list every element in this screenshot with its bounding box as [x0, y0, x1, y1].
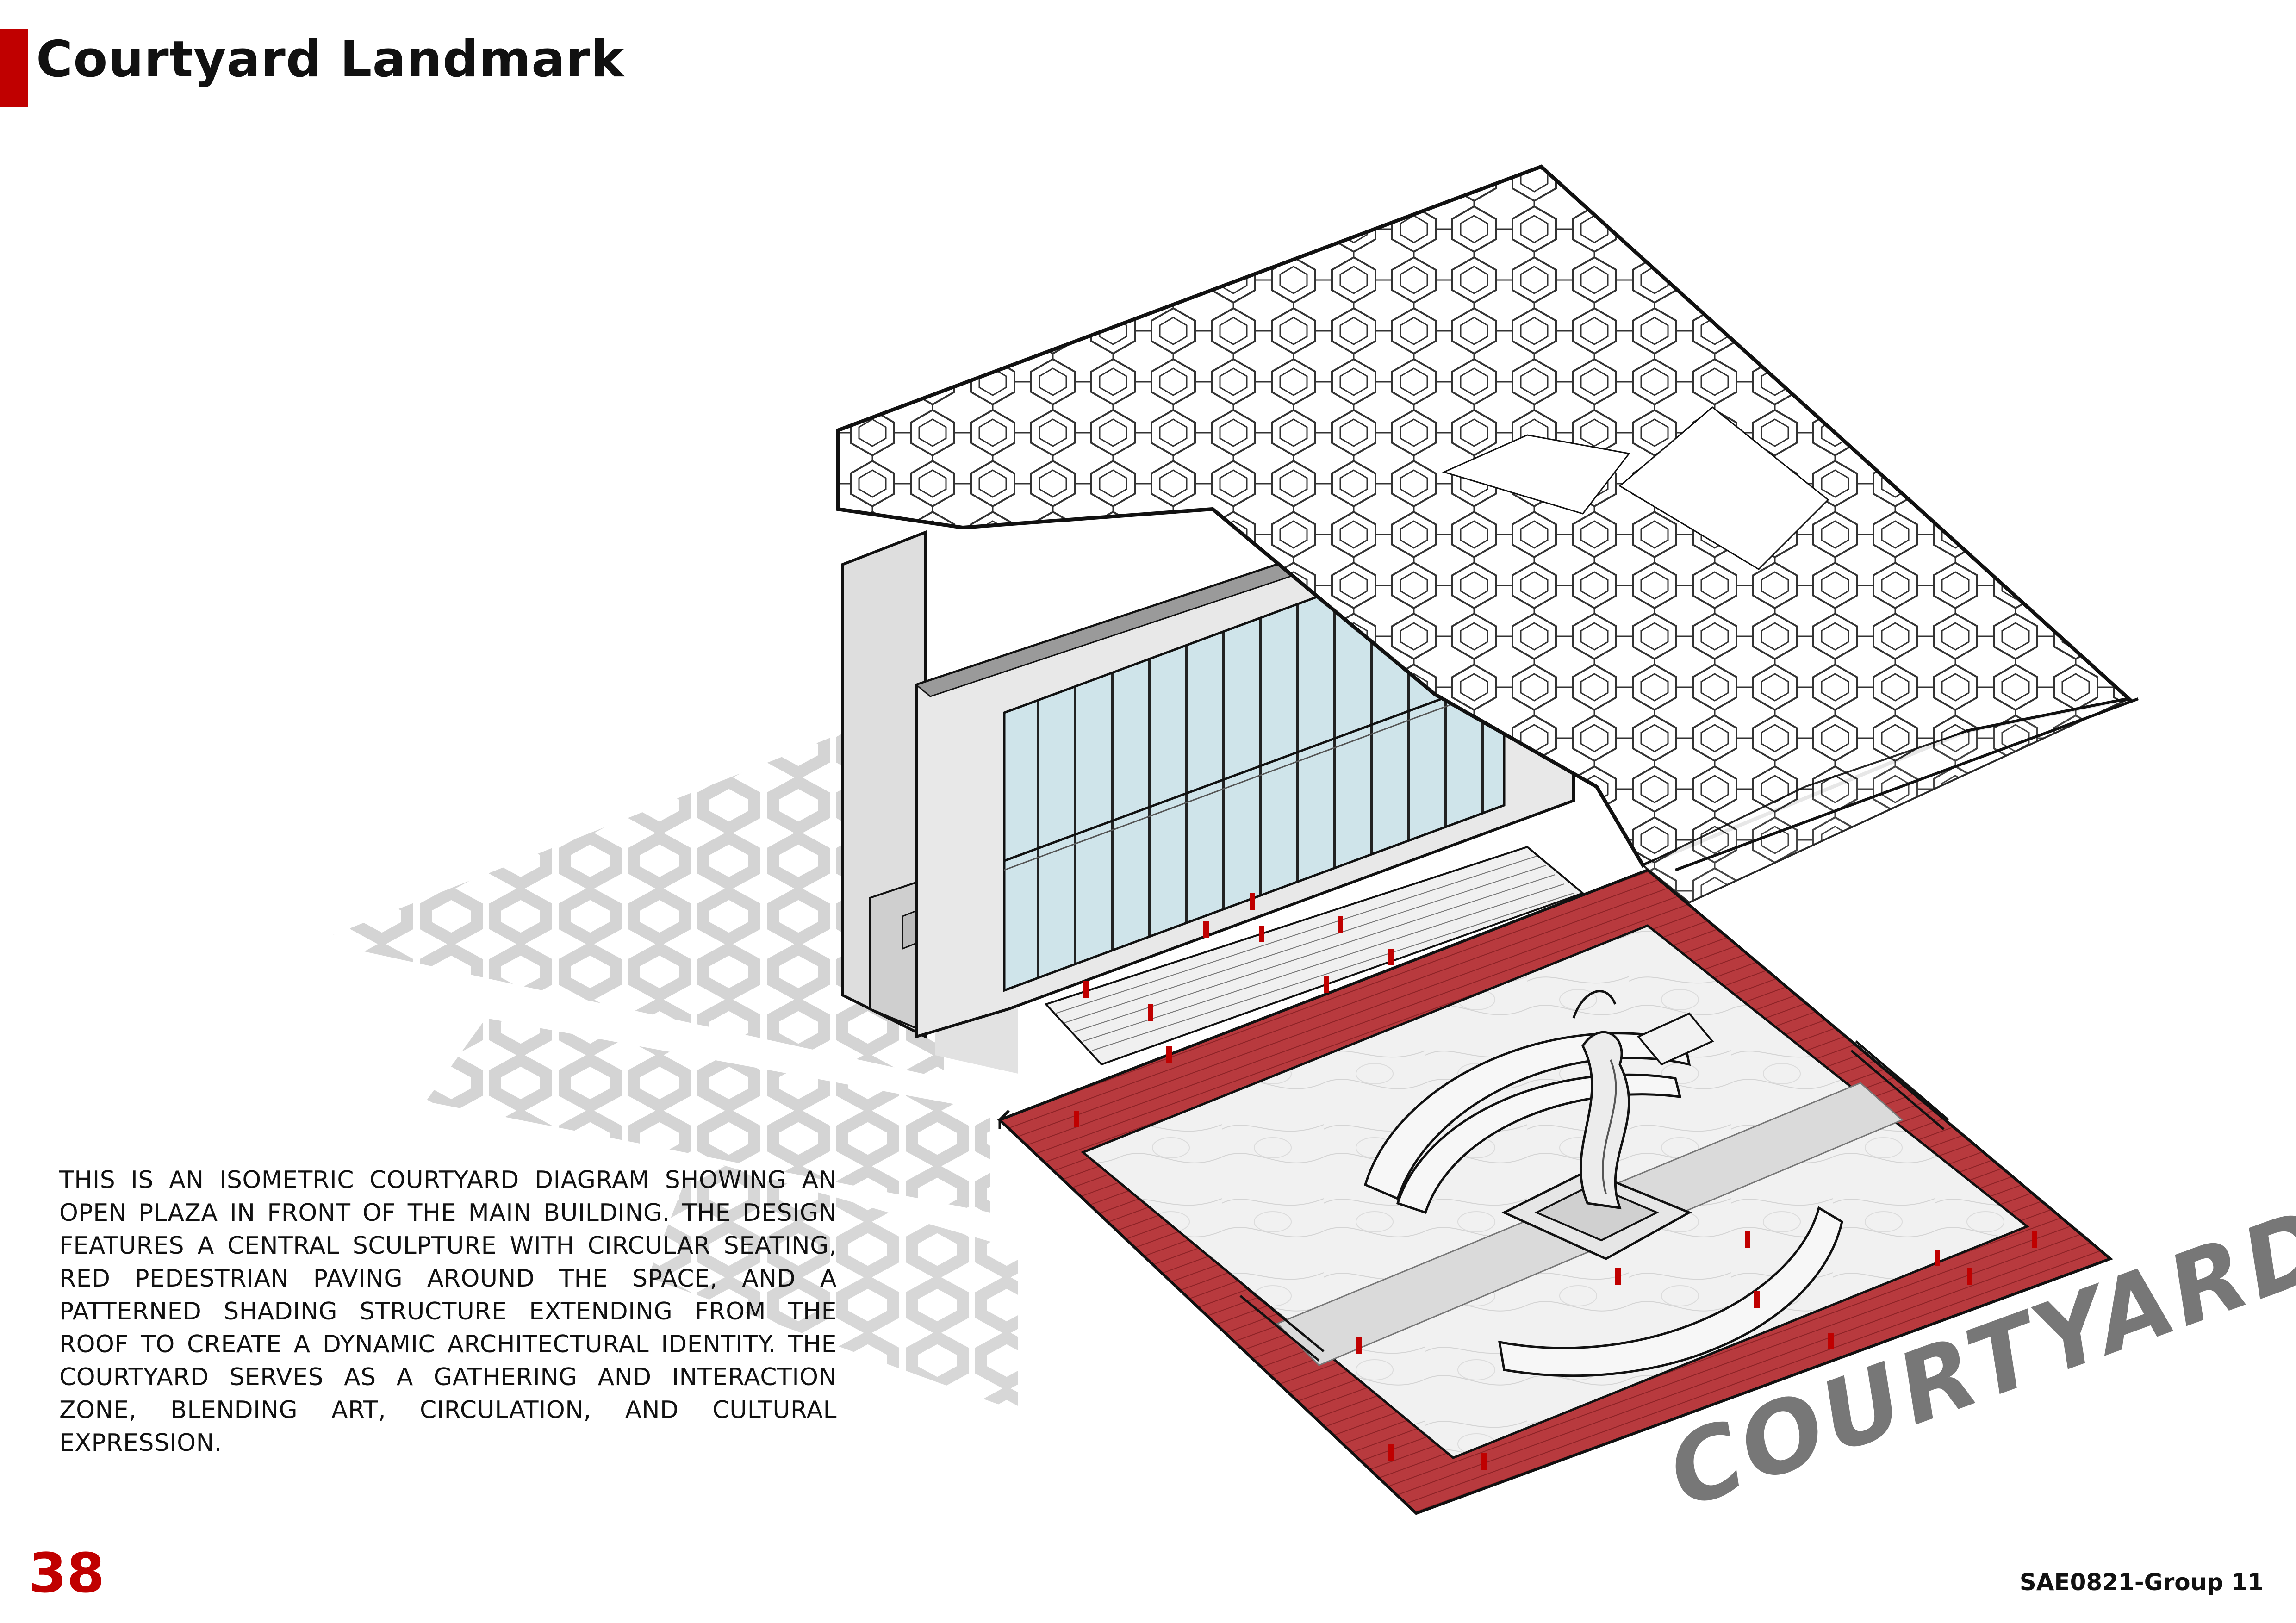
page-title: Courtyard Landmark: [36, 31, 625, 88]
footer-code: SAE0821-Group 11: [2019, 1569, 2264, 1596]
people-figures: [1074, 893, 2037, 1470]
lattice-shading-structure: [836, 164, 2133, 904]
building-side-wall: [841, 530, 927, 1039]
central-sculpture: [1501, 990, 1714, 1260]
description-paragraph: This is an isometric courtyard diagram s…: [59, 1166, 837, 1457]
railings: [998, 1040, 1949, 1362]
page-number: 38: [29, 1541, 105, 1605]
title-accent-bar: [0, 29, 28, 107]
